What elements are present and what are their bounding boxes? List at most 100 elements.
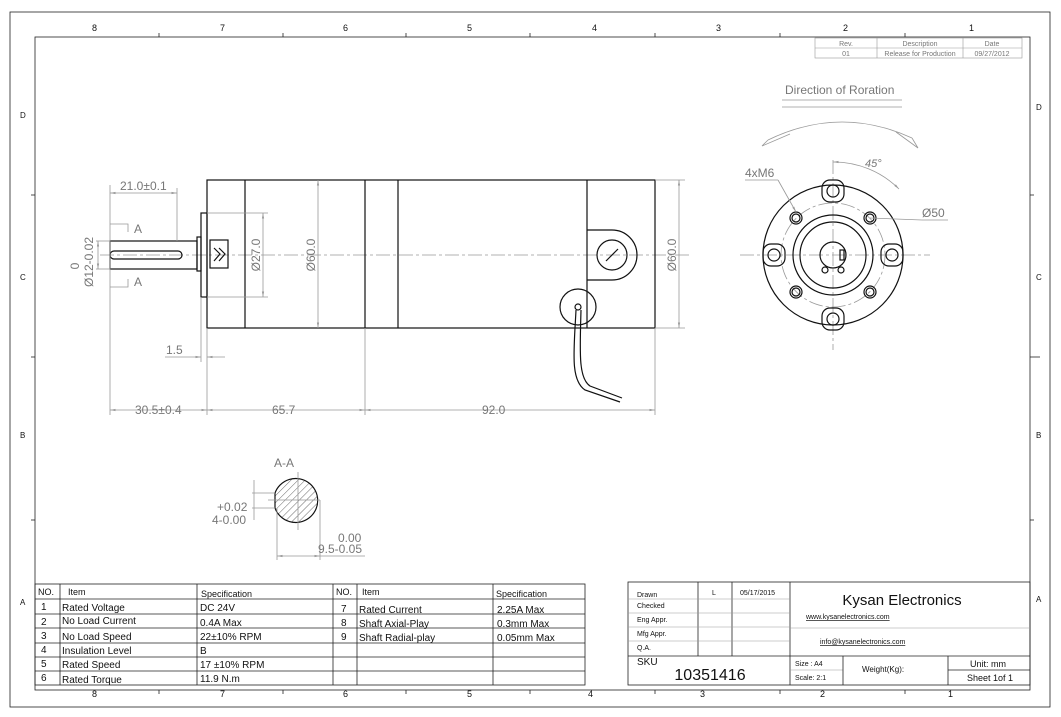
date-value: 09/27/2012 bbox=[974, 51, 1009, 58]
holes-callout: 4xM6 bbox=[745, 166, 775, 180]
zone-label: 2 bbox=[820, 689, 825, 699]
zone-label: 7 bbox=[220, 23, 225, 33]
rotation-arrow bbox=[767, 121, 913, 141]
svg-text:4: 4 bbox=[41, 645, 47, 656]
motor-side-view bbox=[100, 179, 690, 403]
zone-label: 2 bbox=[843, 23, 848, 33]
zone-label: A bbox=[1036, 595, 1042, 604]
zone-label: 8 bbox=[92, 23, 97, 33]
dim-len-shaft: 30.5±0.4 bbox=[135, 403, 182, 417]
zone-labels-rows: D C B A D C B A bbox=[20, 103, 1042, 607]
dim-shaft-length: 21.0±0.1 bbox=[120, 179, 167, 193]
zone-label: 1 bbox=[948, 689, 953, 699]
motor-body bbox=[206, 179, 656, 329]
unit: Unit: mm bbox=[970, 659, 1006, 669]
role-qa: Q.A. bbox=[637, 645, 651, 652]
svg-text:Rated Voltage: Rated Voltage bbox=[62, 603, 125, 614]
svg-text:0.05mm Max: 0.05mm Max bbox=[497, 633, 555, 644]
lead-wires bbox=[573, 309, 623, 403]
svg-text:2: 2 bbox=[41, 617, 47, 628]
svg-text:0.3mm Max: 0.3mm Max bbox=[497, 619, 549, 630]
zone-label: 3 bbox=[700, 689, 705, 699]
zone-label: 5 bbox=[467, 23, 472, 33]
svg-text:6: 6 bbox=[41, 673, 47, 684]
role-drawn: Drawn bbox=[637, 592, 657, 599]
rev-value: 01 bbox=[842, 51, 850, 58]
svg-text:22±10% RPM: 22±10% RPM bbox=[200, 632, 262, 643]
spec-row: 2 No Load Current 0.4A Max bbox=[41, 616, 242, 629]
role-checked: Checked bbox=[637, 603, 665, 610]
svg-text:8: 8 bbox=[341, 618, 347, 629]
angle-label: 45° bbox=[865, 158, 882, 170]
zone-ticks bbox=[31, 33, 1040, 694]
role-eng-appr: Eng Appr. bbox=[637, 617, 667, 624]
zone-label: A bbox=[20, 598, 26, 607]
section-marker-top: A bbox=[134, 222, 142, 236]
zone-label: C bbox=[1036, 273, 1042, 282]
svg-text:DC 24V: DC 24V bbox=[200, 603, 235, 614]
header-spec: Specification bbox=[201, 589, 252, 599]
zone-label: 7 bbox=[220, 689, 225, 699]
spec-row: 8 Shaft Axial-Play 0.3mm Max bbox=[341, 618, 549, 630]
svg-text:No Load Speed: No Load Speed bbox=[62, 632, 132, 643]
spec-table: NO. Item Specification NO. Item Specific… bbox=[34, 583, 586, 686]
zone-label: 6 bbox=[343, 689, 348, 699]
zone-label: D bbox=[1036, 103, 1042, 112]
spec-row: 6 Rated Torque 11.9 N.m bbox=[41, 673, 240, 686]
spec-row: 9 Shaft Radial-play 0.05mm Max bbox=[341, 632, 555, 644]
dim-shaft-dia-tol: 0 bbox=[68, 262, 82, 269]
drawn-date: 05/17/2015 bbox=[740, 590, 775, 597]
header-spec: Specification bbox=[496, 589, 547, 599]
svg-text:11.9 N.m: 11.9 N.m bbox=[200, 674, 240, 685]
website-link[interactable]: www.kysanelectronics.com bbox=[805, 614, 890, 621]
svg-text:Shaft Radial-play: Shaft Radial-play bbox=[359, 633, 435, 644]
zone-labels-bottom: 8 7 6 5 4 3 2 1 bbox=[92, 689, 953, 699]
side-view-dimensions: 21.0±0.1 A A 0 Ø12-0.02 Ø27.0 Ø60.0 Ø60.… bbox=[68, 179, 685, 417]
scale: Scale: 2:1 bbox=[795, 675, 826, 682]
header-no: NO. bbox=[336, 587, 352, 597]
svg-text:0.4A Max: 0.4A Max bbox=[200, 618, 242, 629]
cable-gland bbox=[559, 288, 597, 326]
dim-body-dia: Ø60.0 bbox=[304, 238, 318, 271]
email-link[interactable]: info@kysanelectronics.com bbox=[820, 639, 905, 646]
inner-border bbox=[34, 36, 1031, 691]
zone-label: 4 bbox=[592, 23, 597, 33]
dim-shaft-dia: Ø12-0.02 bbox=[82, 237, 96, 287]
svg-text:Shaft Axial-Play: Shaft Axial-Play bbox=[359, 619, 429, 630]
zone-label: B bbox=[20, 431, 25, 440]
rotation-title: Direction of Roration bbox=[785, 83, 894, 97]
section-a-a: A-A +0.02 4-0.00 0.00 9.5-0.05 bbox=[212, 456, 365, 560]
svg-text:9: 9 bbox=[341, 632, 347, 643]
outer-border bbox=[9, 11, 1051, 708]
zone-label: 3 bbox=[716, 23, 721, 33]
screw-icon bbox=[596, 239, 628, 271]
svg-text:2.25A Max: 2.25A Max bbox=[497, 605, 544, 616]
svg-text:7: 7 bbox=[341, 604, 347, 615]
flat-tol-upper: 0.00 bbox=[338, 531, 362, 545]
bolt-circle-callout: Ø50 bbox=[922, 206, 945, 220]
role-mfg-appr: Mfg Appr. bbox=[637, 631, 667, 638]
zone-label: 5 bbox=[467, 689, 472, 699]
sku-label: SKU bbox=[637, 657, 658, 668]
zone-label: B bbox=[1036, 431, 1041, 440]
motor-end-view: Direction of Roration 45° 4xM6 Ø50 bbox=[740, 83, 948, 350]
output-shaft bbox=[819, 241, 847, 269]
zone-label: C bbox=[20, 273, 26, 282]
dim-len-gearbox: 65.7 bbox=[272, 403, 296, 417]
rev-header: Rev. bbox=[839, 41, 853, 48]
date-header: Date bbox=[985, 41, 1000, 48]
svg-text:No Load Current: No Load Current bbox=[62, 616, 136, 627]
svg-text:Rated Torque: Rated Torque bbox=[62, 675, 122, 686]
svg-text:Insulation Level: Insulation Level bbox=[62, 646, 132, 657]
svg-text:1: 1 bbox=[41, 602, 47, 613]
flat-dimension: 9.5-0.05 bbox=[318, 542, 362, 556]
zone-label: 6 bbox=[343, 23, 348, 33]
dim-body-dia-right: Ø60.0 bbox=[665, 238, 679, 271]
mounting-holes bbox=[789, 211, 877, 299]
svg-text:Rated Speed: Rated Speed bbox=[62, 660, 120, 671]
dim-len-motor: 92.0 bbox=[482, 403, 506, 417]
